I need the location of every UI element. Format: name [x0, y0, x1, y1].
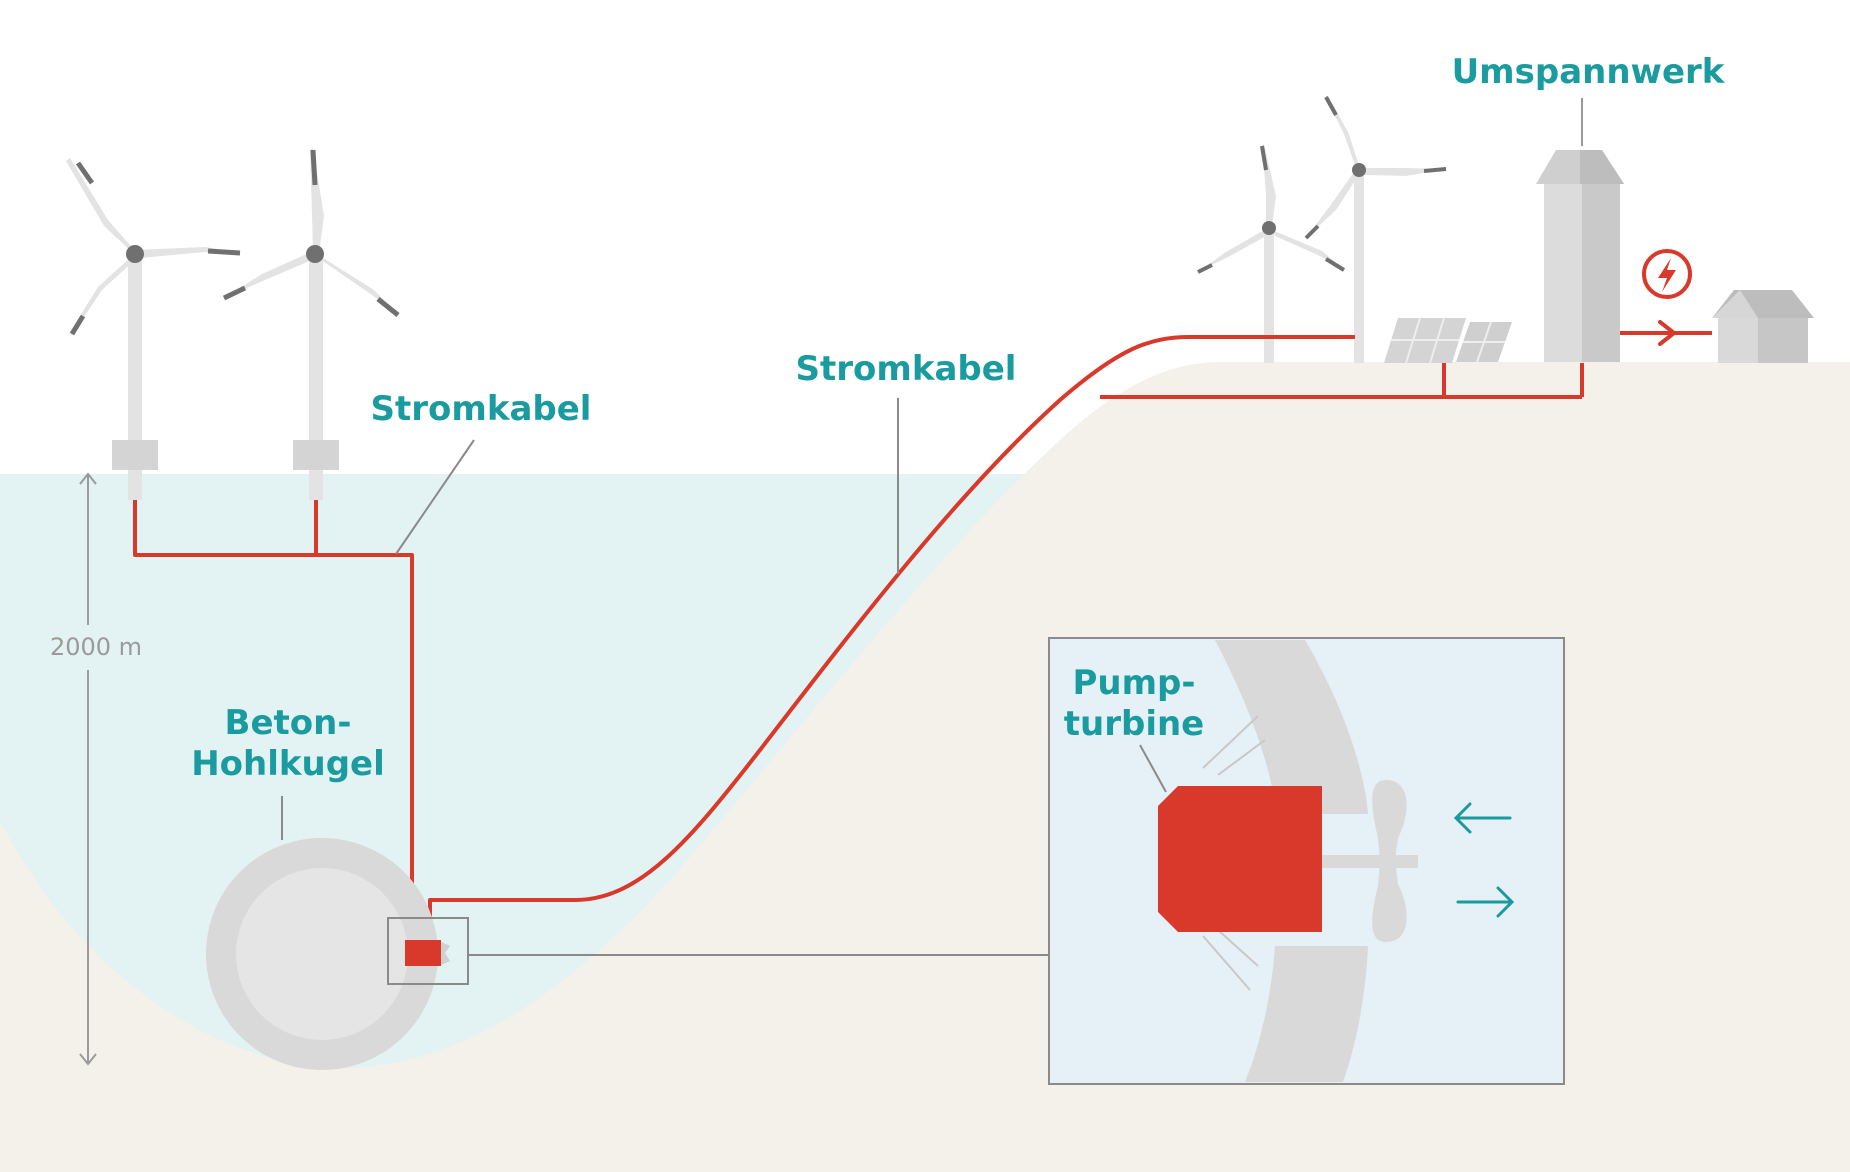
beton-label-line1: Beton- [225, 703, 352, 743]
pump-turbine-body [1158, 786, 1322, 932]
power-cable [133, 320, 1712, 958]
wind-turbine-icon [66, 158, 241, 500]
turbine-detail-frame [387, 917, 469, 985]
house-icon [1712, 290, 1814, 363]
solar-panel-icon [1384, 317, 1512, 364]
arrow-right-icon [1456, 886, 1515, 918]
depth-dimension [79, 472, 97, 1066]
depth-label: 2000 m [50, 633, 142, 661]
pump-turbine-marker [405, 940, 441, 966]
arrow-left-icon [1453, 802, 1512, 834]
beton-label-line2: Hohlkugel [191, 744, 385, 784]
wind-turbine-icon [222, 148, 400, 500]
lightning-icon [1642, 249, 1692, 299]
stromkabel-label-right: Stromkabel [796, 349, 1017, 389]
stromkabel-label-left: Stromkabel [371, 389, 592, 429]
propeller-icon [1372, 780, 1407, 942]
pump-label-line2: turbine [1064, 704, 1204, 744]
concrete-sphere [206, 838, 438, 1070]
umspannwerk-label: Umspannwerk [1452, 52, 1726, 92]
pump-label-line1: Pump- [1072, 663, 1195, 703]
wind-turbine-icon [1197, 144, 1346, 363]
wind-turbine-icon [1304, 96, 1447, 363]
substation-icon [1536, 98, 1624, 362]
pump-turbine-inset [1048, 637, 1565, 1085]
